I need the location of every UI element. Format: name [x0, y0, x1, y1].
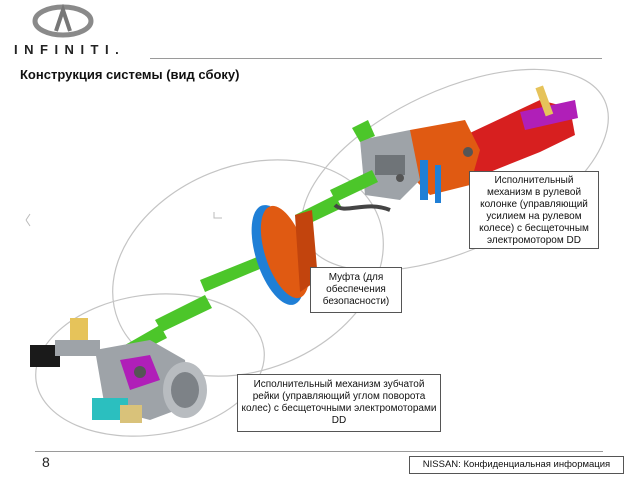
- infiniti-logo: INFINITI.: [14, 4, 126, 57]
- page-title: Конструкция системы (вид сбоку): [20, 67, 240, 82]
- confidential-label: NISSAN: Конфиденциальная информация: [409, 456, 624, 474]
- page-number: 8: [42, 454, 50, 470]
- shaft-group-ellipse: [112, 159, 384, 377]
- logo-wordmark: INFINITI.: [14, 42, 126, 57]
- column-actuator-callout: Исполнительный механизм в рулевой колонк…: [469, 171, 599, 249]
- infiniti-emblem-icon: [32, 4, 94, 38]
- header-divider: [150, 58, 602, 59]
- rack-actuator: [30, 318, 207, 423]
- safety-coupling: [251, 205, 318, 305]
- footer-divider: [35, 451, 603, 452]
- rack-actuator-callout: Исполнительный механизм зубчатой рейки (…: [237, 374, 441, 432]
- rack-group-ellipse: [35, 293, 265, 437]
- steering-column: [352, 85, 578, 203]
- coupling-callout: Муфта (для обеспечения безопасности): [310, 267, 402, 313]
